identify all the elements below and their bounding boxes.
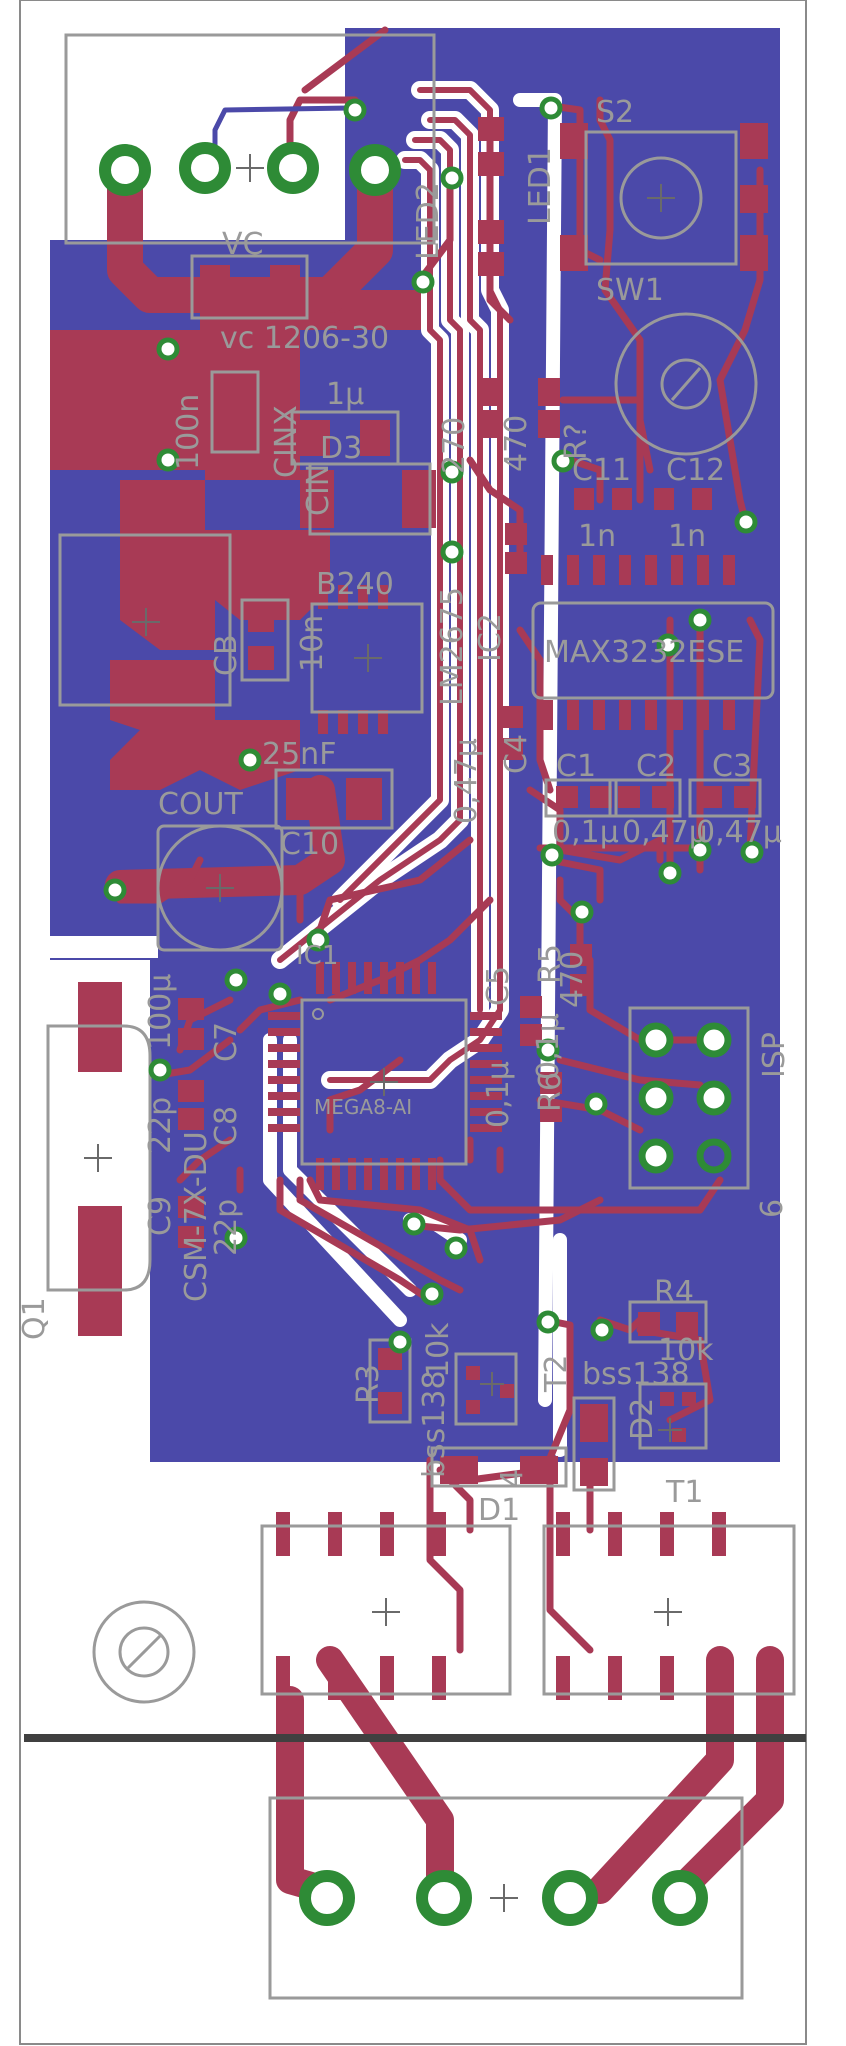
label-c1-value: 0,1µ (552, 815, 619, 850)
label-r3: R3 (351, 1364, 386, 1404)
label-c3: C3 (712, 749, 752, 784)
label-t2: T2 (539, 1355, 574, 1393)
label-cinx: CINX (269, 405, 304, 478)
label-vc-value: vc 1206-30 (220, 321, 389, 356)
centroid-markers (84, 154, 682, 1912)
label-r7: R? (559, 423, 594, 460)
label-r6: R6 (533, 1072, 568, 1112)
label-100n: 100n (171, 394, 206, 470)
label-c1: C1 (556, 749, 596, 784)
label-sw1: SW1 (596, 273, 664, 308)
label-r6-value: 0,1µ (531, 1013, 566, 1080)
isp-header-pads (638, 1022, 732, 1174)
label-led2: LED2 (411, 182, 446, 260)
label-25nf: 25nF (262, 737, 336, 772)
label-isp: ISP (757, 1032, 792, 1078)
component-labels: S2 LED1 LED2 SW1 VC vc 1206-30 100n CINX… (17, 95, 792, 1528)
label-t1: T1 (665, 1475, 703, 1510)
label-lm2675: LM2675 (435, 587, 470, 706)
label-c5: C5 (481, 966, 516, 1006)
label-r470: 470 (499, 415, 534, 472)
label-cout: COUT (158, 787, 244, 822)
label-bss138-b: bss138 (582, 1357, 690, 1392)
label-csm: CSM-7X-DU (179, 1131, 214, 1302)
vias (103, 96, 764, 1354)
label-c7-value: 100µ (143, 974, 178, 1050)
label-bss138-a: bss138 (417, 1370, 452, 1478)
label-c12-value: 1n (668, 519, 706, 554)
label-c3-value: 0,47µ (696, 815, 782, 850)
label-10n: 10n (295, 615, 330, 672)
label-c7: C7 (209, 1022, 244, 1062)
label-r3-value: 10k (421, 1322, 456, 1378)
label-max3232: MAX3232ESE (544, 635, 744, 670)
label-c12: C12 (666, 453, 725, 488)
label-cb: CB (209, 634, 244, 676)
label-isp-pin6: 6 (755, 1199, 790, 1218)
label-c11: C11 (572, 453, 631, 488)
silkscreen (46, 33, 796, 2000)
label-c11-value: 1n (578, 519, 616, 554)
label-c2: C2 (636, 749, 676, 784)
label-c5-value: 0,1µ (481, 1061, 516, 1128)
label-led1: LED1 (523, 147, 558, 225)
label-ic1: IC1 (296, 941, 338, 971)
label-r4-value: 10k (658, 1333, 714, 1368)
label-c4-value: 0,47µ (449, 738, 484, 824)
label-d1-value: 4 (495, 1469, 530, 1488)
label-r270: 270 (437, 417, 472, 474)
label-cin: CIN (301, 464, 336, 516)
label-c9-value: 22p (209, 1199, 244, 1256)
label-d1: D1 (478, 1493, 520, 1528)
label-ic2: IC2 (473, 613, 508, 662)
label-r4: R4 (654, 1275, 694, 1310)
label-c10: C10 (280, 827, 339, 862)
pour-gap (40, 936, 158, 958)
label-cinx-value: 1µ (326, 377, 364, 412)
label-c2-value: 0,47µ (622, 815, 708, 850)
label-d2: D2 (625, 1398, 660, 1440)
label-d3: D3 (320, 431, 362, 466)
label-r5-value: 470 (555, 951, 590, 1008)
label-q1: Q1 (17, 1297, 52, 1340)
label-mega8: MEGA8-AI (314, 1095, 412, 1119)
label-r5: R5 (533, 944, 568, 984)
label-c8: C8 (209, 1106, 244, 1146)
connector-pads (99, 142, 708, 1926)
label-c9: C9 (143, 1196, 178, 1236)
label-c4: C4 (499, 734, 534, 774)
smd-pads (78, 117, 768, 1700)
label-b240: B240 (316, 567, 394, 602)
label-vc: VC (222, 227, 263, 262)
label-c8-value: 22p (143, 1097, 178, 1154)
label-s2: S2 (596, 95, 634, 130)
